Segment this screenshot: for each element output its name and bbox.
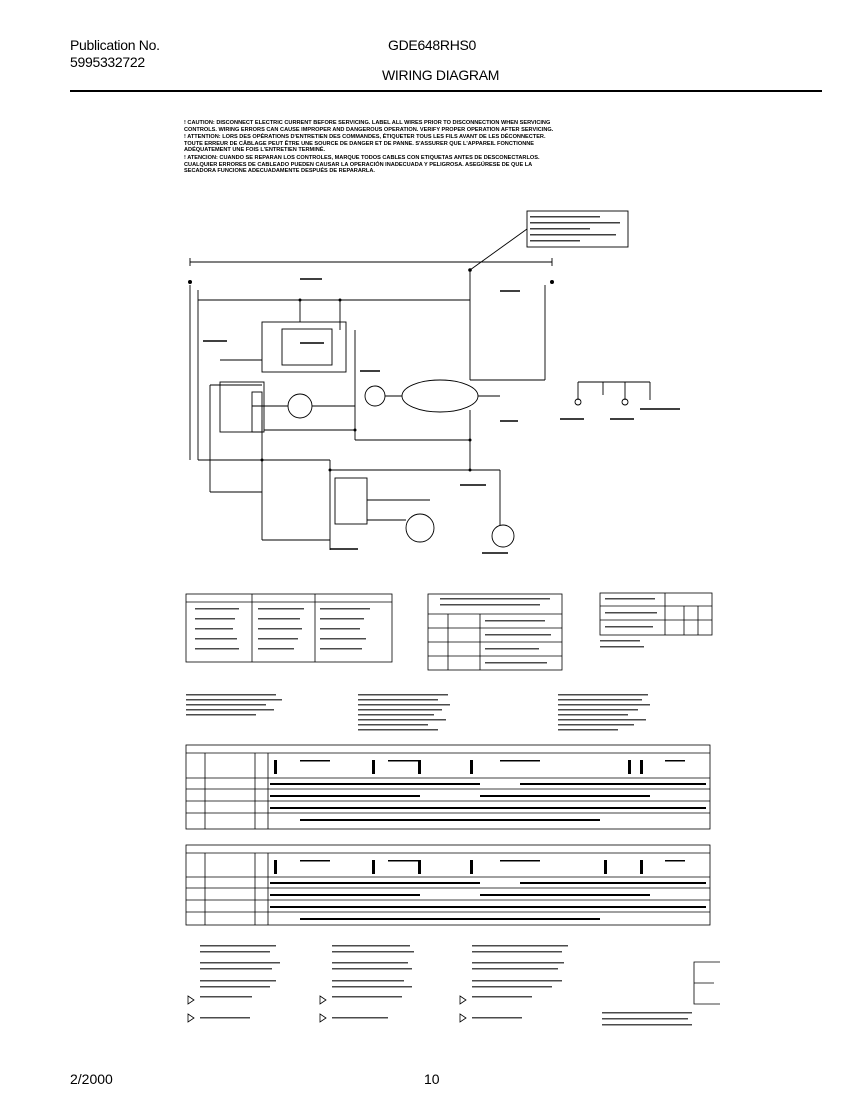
heater-symbol: [401, 379, 479, 413]
door-switch-box: [334, 477, 368, 525]
caution-notice: ! CAUTION: DISCONNECT ELECTRIC CURRENT B…: [184, 120, 564, 176]
caution-english: ! CAUTION: DISCONNECT ELECTRIC CURRENT B…: [184, 120, 554, 133]
thermostat-symbol: [364, 385, 386, 407]
timer-box: [261, 321, 347, 373]
timer-sequence-chart-2: [185, 844, 711, 926]
drum-light-symbol: [491, 524, 515, 548]
switch-chart-table: [599, 592, 713, 636]
page-mark: [693, 961, 720, 1005]
footer-date: 2/2000: [70, 1071, 113, 1087]
publication-label: Publication No.: [70, 37, 160, 53]
header-rule: [70, 90, 822, 92]
symbol-legend-table: [185, 593, 393, 663]
caution-french: ! ATTENTION: LORS DES OPÉRATIONS D'ENTRE…: [184, 134, 546, 154]
caution-spanish: ! ATENCION: CUANDO SE REPARAN LOS CONTRO…: [184, 154, 540, 175]
schematic-key-table: [427, 593, 563, 671]
model-number: GDE648RHS0: [388, 37, 477, 53]
timer-motor-symbol: [287, 393, 313, 419]
timer-sequence-chart: [185, 744, 711, 830]
publication-number: 5995332722: [70, 54, 145, 70]
page-title: WIRING DIAGRAM: [382, 67, 500, 83]
footer-page-number: 10: [424, 1071, 440, 1087]
drive-motor-symbol: [405, 513, 435, 543]
